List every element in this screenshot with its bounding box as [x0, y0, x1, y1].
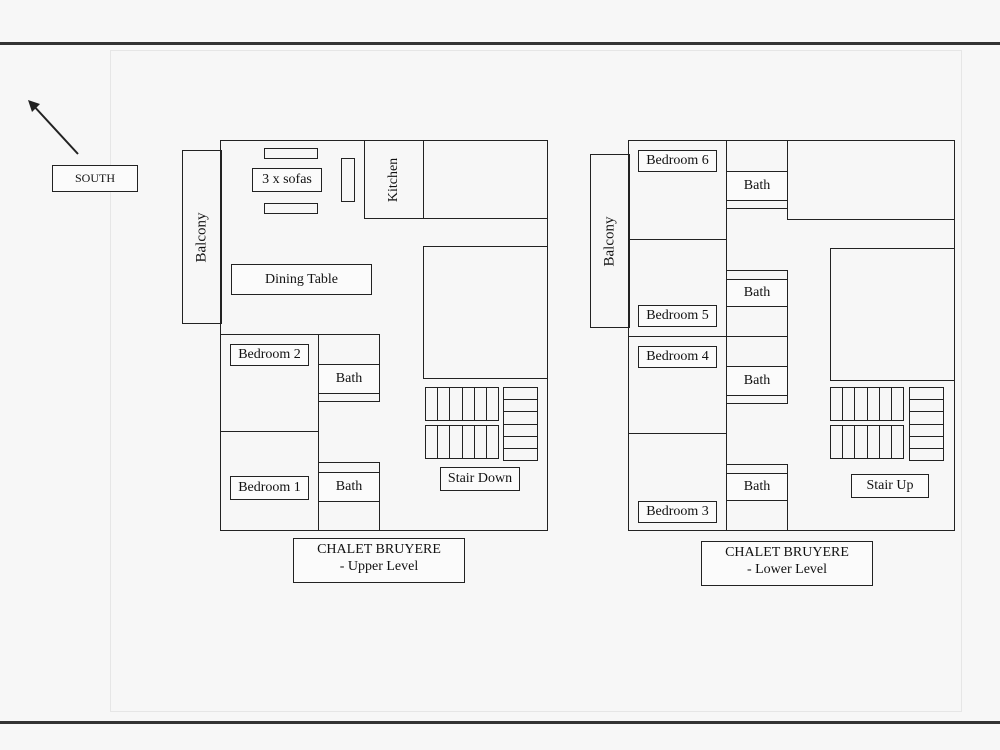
sofa-top	[264, 148, 318, 159]
lower-bath-c-label: Bath	[726, 366, 788, 396]
bedroom-1-label: Bedroom 1	[230, 476, 309, 500]
lower-caption-title: CHALET BRUYERE	[725, 545, 849, 560]
upper-level-caption: CHALET BRUYERE - Upper Level	[293, 538, 465, 583]
upper-room-right-top	[423, 140, 548, 219]
bottom-rule	[0, 721, 1000, 724]
sofa-bottom	[264, 203, 318, 214]
lower-bath-d-label: Bath	[726, 473, 788, 501]
upper-stair-flight-bottom	[425, 425, 500, 459]
lower-stair-flight-top	[830, 387, 905, 421]
lower-room-right-top	[787, 140, 955, 220]
bedroom-3-label: Bedroom 3	[638, 501, 717, 523]
lower-caption-subtitle: - Lower Level	[746, 562, 828, 577]
bedroom-5-label: Bedroom 5	[638, 305, 717, 327]
south-label: SOUTH	[52, 165, 138, 192]
bedroom-2-label: Bedroom 2	[230, 344, 309, 366]
upper-stair-flight-side	[503, 387, 538, 462]
lower-balcony	[590, 154, 630, 328]
upper-bath-a-label: Bath	[318, 364, 380, 394]
upper-room-right-middle	[423, 246, 548, 379]
sofa-side	[341, 158, 355, 202]
lower-bath-b-label: Bath	[726, 279, 788, 307]
dining-table: Dining Table	[231, 264, 372, 295]
bedroom-4-label: Bedroom 4	[638, 346, 717, 368]
stair-up-label: Stair Up	[851, 474, 929, 498]
upper-balcony	[182, 150, 222, 324]
lower-balcony-label: Balcony	[601, 216, 618, 266]
upper-caption-title: CHALET BRUYERE	[317, 542, 441, 557]
upper-kitchen-label: Kitchen	[385, 157, 401, 202]
upper-stair-flight-top	[425, 387, 500, 421]
sofas-label: 3 x sofas	[252, 168, 322, 192]
top-rule	[0, 42, 1000, 45]
lower-bath-a-label: Bath	[726, 171, 788, 201]
lower-room-right-middle	[830, 248, 955, 381]
lower-level-caption: CHALET BRUYERE - Lower Level	[701, 541, 873, 586]
upper-caption-subtitle: - Upper Level	[339, 559, 419, 574]
upper-bath-b-label: Bath	[318, 472, 380, 502]
upper-balcony-label: Balcony	[193, 212, 210, 262]
stair-down-label: Stair Down	[440, 467, 520, 491]
background-grid	[110, 50, 962, 712]
lower-stair-flight-bottom	[830, 425, 905, 459]
lower-stair-flight-side	[909, 387, 944, 462]
bedroom-6-label: Bedroom 6	[638, 150, 717, 172]
arrow-icon	[28, 100, 79, 155]
